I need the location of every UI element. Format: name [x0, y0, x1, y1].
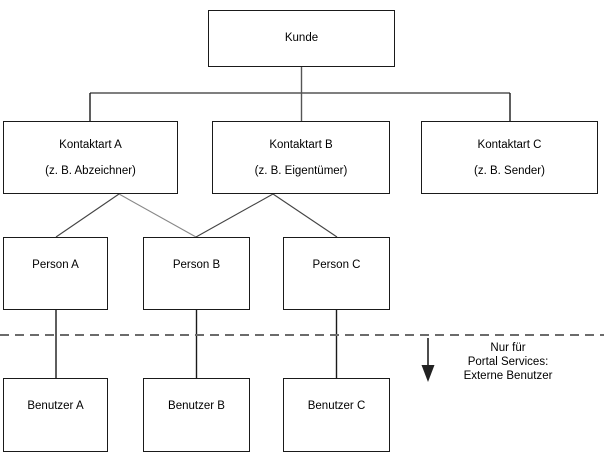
node-benutzer-b-label: Benutzer B [168, 400, 225, 412]
wire-kontaktart-a-to-person-a [55, 193, 120, 238]
node-kunde[interactable]: Kunde [208, 10, 395, 67]
node-kunde-label: Kunde [284, 31, 319, 44]
node-kontaktart-c-example: (z. B. Sender) [474, 164, 545, 177]
node-person-a[interactable]: Person A [3, 237, 108, 310]
node-benutzer-b[interactable]: Benutzer B [143, 378, 250, 452]
annotation-line-2: Portal Services: [467, 356, 549, 368]
node-kontaktart-c[interactable]: Kontaktart C (z. B. Sender) [421, 121, 598, 194]
node-kontaktart-b[interactable]: Kontaktart B (z. B. Eigentümer) [212, 121, 390, 194]
node-person-a-label: Person A [32, 259, 79, 271]
node-kontaktart-c-name: Kontaktart C [477, 139, 542, 151]
node-person-c[interactable]: Person C [283, 237, 390, 310]
node-kontaktart-b-name: Kontaktart B [269, 139, 333, 151]
wire-kontaktart-b-to-person-c [272, 193, 338, 238]
node-benutzer-c[interactable]: Benutzer C [283, 378, 390, 452]
annotation-arrow-head [421, 365, 435, 382]
node-benutzer-c-label: Benutzer C [307, 400, 366, 412]
annotation-line-3: Externe Benutzer [463, 370, 553, 382]
node-kontaktart-a[interactable]: Kontaktart A (z. B. Abzeichner) [3, 121, 178, 194]
node-benutzer-a-label: Benutzer A [27, 400, 84, 412]
node-kontaktart-b-example: (z. B. Eigentümer) [254, 164, 348, 177]
node-kontaktart-a-example: (z. B. Abzeichner) [45, 164, 136, 177]
node-person-c-label: Person C [312, 259, 361, 271]
node-benutzer-a[interactable]: Benutzer A [3, 378, 108, 452]
annotation-line-1: Nur für [490, 342, 526, 354]
node-kontaktart-a-name: Kontaktart A [59, 139, 122, 151]
node-person-b-label: Person B [172, 259, 221, 271]
wire-kontaktart-b-to-person-b [195, 193, 274, 238]
external-users-annotation: Nur für Portal Services: Externe Benutze… [444, 341, 572, 383]
wire-kontaktart-a-to-person-b [118, 193, 197, 238]
node-person-b[interactable]: Person B [143, 237, 250, 310]
